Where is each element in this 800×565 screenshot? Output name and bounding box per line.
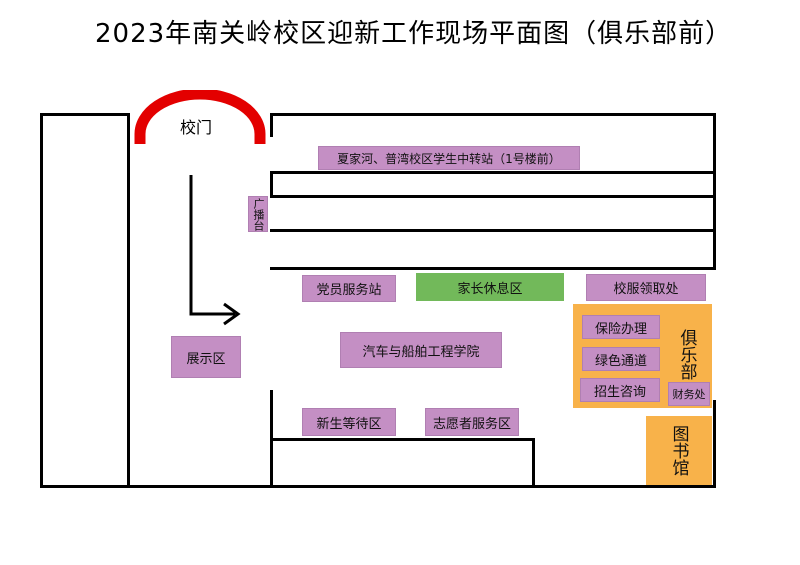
wall — [713, 195, 716, 231]
wall — [40, 113, 129, 116]
gate-arch-icon — [134, 90, 266, 144]
library-building: 图书馆 — [646, 416, 712, 485]
college-booth: 汽车与船舶工程学院 — [340, 332, 502, 368]
wall — [270, 229, 716, 232]
club-label: 俱乐部 — [676, 328, 697, 380]
wall — [40, 485, 715, 488]
wall — [713, 400, 716, 488]
wall — [270, 113, 716, 116]
direction-arrow-icon — [189, 175, 241, 326]
wall — [270, 195, 716, 198]
wall — [713, 229, 716, 269]
gate-label: 校门 — [180, 118, 213, 137]
insurance-booth: 保险办理 — [582, 315, 660, 339]
finance-office-booth: 财务处 — [668, 382, 710, 406]
wall — [270, 113, 273, 137]
wall — [127, 113, 130, 488]
uniform-pickup: 校服领取处 — [586, 274, 706, 301]
wall — [270, 267, 716, 270]
wall — [713, 113, 716, 171]
wall — [40, 113, 43, 488]
freshman-waiting-area: 新生等待区 — [302, 408, 396, 436]
wall — [713, 171, 716, 197]
exhibition-area: 展示区 — [171, 336, 241, 378]
transfer-station: 夏家河、普湾校区学生中转站（1号楼前） — [318, 146, 580, 170]
party-member-station: 党员服务站 — [302, 275, 396, 302]
wall — [270, 171, 273, 197]
broadcast-station: 广播台 — [248, 196, 268, 232]
enrollment-consulting-booth: 招生咨询 — [580, 378, 660, 402]
wall — [270, 171, 716, 174]
volunteer-service-area: 志愿者服务区 — [425, 408, 519, 436]
parents-rest-area: 家长休息区 — [416, 273, 564, 301]
wall — [532, 438, 535, 488]
wall — [270, 438, 535, 441]
green-channel-booth: 绿色通道 — [582, 347, 660, 371]
page-title: 2023年南关岭校区迎新工作现场平面图（俱乐部前） — [95, 19, 733, 49]
